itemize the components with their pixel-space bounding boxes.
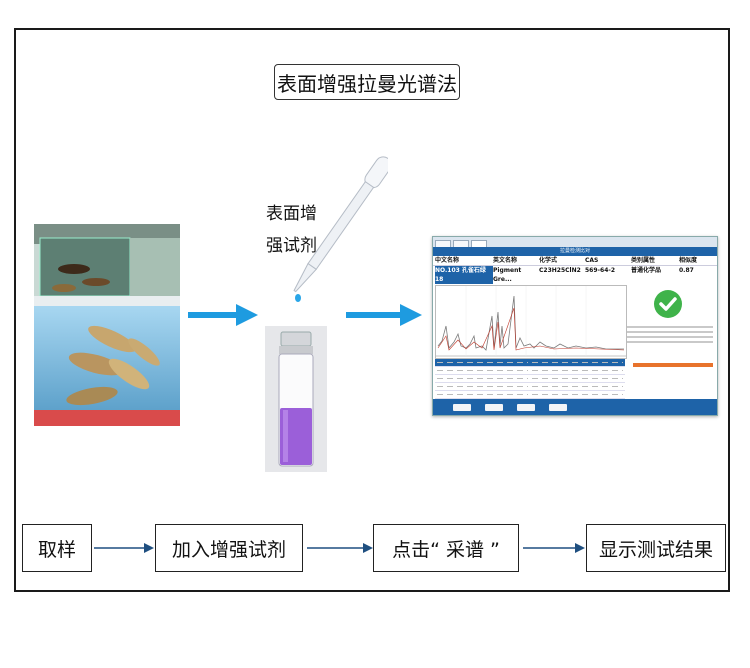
software-button[interactable] xyxy=(549,403,567,411)
diagram-title: 表面增强拉曼光谱法 xyxy=(277,71,457,96)
step-add-reagent: 加入增强试剂 xyxy=(155,524,303,572)
cell-similarity: 0.87 xyxy=(679,267,694,274)
software-footer xyxy=(433,399,717,415)
step-collect-spectrum: 点击“ 采谱 ” xyxy=(373,524,519,572)
software-table-header: 中文名称 英文名称 化学式 CAS 类别属性 相似度 xyxy=(433,256,717,266)
software-tab xyxy=(453,240,469,247)
arrow-to-vial xyxy=(188,304,258,326)
reagent-label-line1: 表面增 xyxy=(266,204,317,224)
flow-arrow-1 xyxy=(94,543,154,553)
software-button[interactable] xyxy=(517,403,535,411)
flow-arrow-3 xyxy=(523,543,585,553)
step-sampling: 取样 xyxy=(22,524,92,572)
col-chinese-name: 中文名称 xyxy=(435,257,460,264)
col-cas: CAS xyxy=(585,257,599,264)
reagent-label: 表面增 强试剂 xyxy=(266,198,326,262)
cell-chinese-name: NO.103 孔雀石绿 18 xyxy=(435,266,493,284)
result-description xyxy=(625,323,715,353)
step-show-result-label: 显示测试结果 xyxy=(598,538,713,561)
pipette-icon xyxy=(293,156,388,302)
step-show-result: 显示测试结果 xyxy=(586,524,726,572)
reagent-label-line2: 强试剂 xyxy=(266,236,317,256)
software-button[interactable] xyxy=(485,403,503,411)
cell-english-name: Pigment Gre... xyxy=(493,267,522,283)
check-icon xyxy=(654,290,682,318)
sample-info-grid xyxy=(435,359,625,399)
flow-arrow-2 xyxy=(307,543,373,553)
software-result-row: NO.103 孔雀石绿 18 Pigment Gre... C23H25ClN2… xyxy=(433,266,717,284)
col-category: 类别属性 xyxy=(631,257,656,264)
software-screenshot: 拉曼检测比对 中文名称 英文名称 化学式 CAS 类别属性 相似度 NO.103… xyxy=(432,236,718,416)
step-collect-spectrum-label: 点击“ 采谱 ” xyxy=(392,538,500,561)
col-english-name: 英文名称 xyxy=(493,257,518,264)
software-tab xyxy=(471,240,487,247)
diagram-frame xyxy=(14,28,730,592)
cell-category: 普通化学品 xyxy=(631,267,662,274)
software-tabs xyxy=(433,237,717,247)
raman-spectrum-plot xyxy=(435,285,627,359)
fish-tank-photo xyxy=(34,224,180,426)
software-tab xyxy=(435,240,451,247)
software-title: 拉曼检测比对 xyxy=(433,247,717,256)
col-similarity: 相似度 xyxy=(679,257,698,264)
title-box: 表面增强拉曼光谱法 xyxy=(274,64,460,100)
cell-formula: C23H25ClN2 xyxy=(539,267,581,274)
vial-icon xyxy=(265,326,327,472)
result-bar xyxy=(633,363,713,367)
arrow-to-software xyxy=(346,304,422,326)
cell-cas: 569-64-2 xyxy=(585,267,616,274)
col-formula: 化学式 xyxy=(539,257,558,264)
step-add-reagent-label: 加入增强试剂 xyxy=(171,538,286,561)
software-button[interactable] xyxy=(453,403,471,411)
step-sampling-label: 取样 xyxy=(37,538,76,561)
